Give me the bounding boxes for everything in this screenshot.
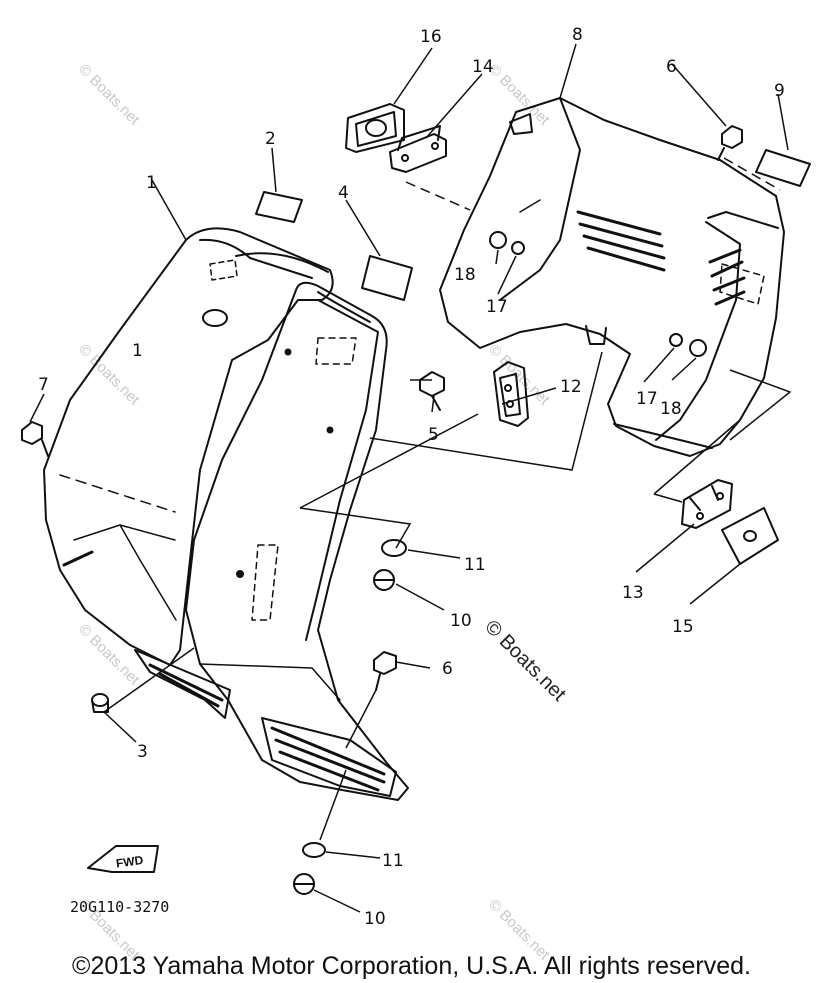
fwd-arrow-icon — [87, 845, 159, 873]
decal-part-4 — [361, 255, 413, 301]
bracket-part-14 — [389, 125, 447, 173]
side-cover-part-1-inner — [185, 281, 409, 801]
grommet-part-18-upper — [489, 231, 507, 249]
rear-cover-part-8 — [439, 97, 785, 457]
callout-17b: 17 — [636, 389, 658, 409]
bolt-part-6-lower — [373, 651, 397, 691]
callout-2: 2 — [265, 129, 276, 149]
collar-part-3 — [91, 693, 109, 713]
grommet-part-17-lower — [669, 333, 683, 347]
fwd-label: FWD — [115, 853, 144, 871]
washer-part-11-lower — [302, 842, 326, 858]
callout-6: 6 — [666, 57, 677, 77]
callout-14: 14 — [472, 57, 494, 77]
bolt-part-6-upper — [717, 125, 743, 161]
callout-10b: 10 — [364, 909, 386, 929]
callout-5: 5 — [428, 425, 439, 445]
callout-9: 9 — [774, 81, 785, 101]
callout-16: 16 — [420, 27, 442, 47]
callout-13: 13 — [622, 583, 644, 603]
callout-6b: 6 — [442, 659, 453, 679]
decal-part-2 — [255, 191, 303, 223]
grommet-part-18-lower — [689, 339, 707, 357]
callout-11: 11 — [464, 555, 486, 575]
callout-12: 12 — [560, 377, 582, 397]
callout-8: 8 — [572, 25, 583, 45]
callout-3: 3 — [137, 742, 148, 762]
callout-15: 15 — [672, 617, 694, 637]
washer-part-11-upper — [381, 539, 407, 557]
cap-nut-part-10-upper — [373, 569, 395, 591]
callout-10: 10 — [450, 611, 472, 631]
watermark: © Boats.net — [75, 61, 143, 129]
watermark: © Boats.net — [75, 621, 143, 689]
callout-labels: 1 1 2 3 4 5 6 6 7 8 9 10 10 11 11 12 13 … — [38, 25, 785, 929]
callout-18: 18 — [454, 265, 476, 285]
pad-part-16 — [345, 103, 405, 153]
callout-11b: 11 — [382, 851, 404, 871]
callout-1: 1 — [146, 173, 157, 193]
callout-4: 4 — [338, 183, 349, 203]
callout-1b: 1 — [132, 341, 143, 361]
callout-17: 17 — [486, 297, 508, 317]
part-number-code: 20G110-3270 — [70, 898, 169, 916]
copyright-text: ©2013 Yamaha Motor Corporation, U.S.A. A… — [72, 952, 751, 980]
watermark-group: © Boats.net © Boats.net © Boats.net © Bo… — [75, 61, 570, 964]
bolt-part-7 — [21, 421, 49, 457]
callout-7: 7 — [38, 375, 49, 395]
leader-lines — [29, 43, 792, 913]
bracket-part-13 — [681, 479, 733, 529]
grommet-part-17-upper — [511, 241, 525, 255]
bolt-part-5 — [419, 371, 445, 411]
callout-18b: 18 — [660, 399, 682, 419]
decal-part-9 — [755, 149, 811, 187]
pad-part-15 — [721, 507, 779, 565]
watermark-main: © Boats.net — [480, 616, 570, 706]
cap-nut-part-10-lower — [293, 873, 315, 895]
